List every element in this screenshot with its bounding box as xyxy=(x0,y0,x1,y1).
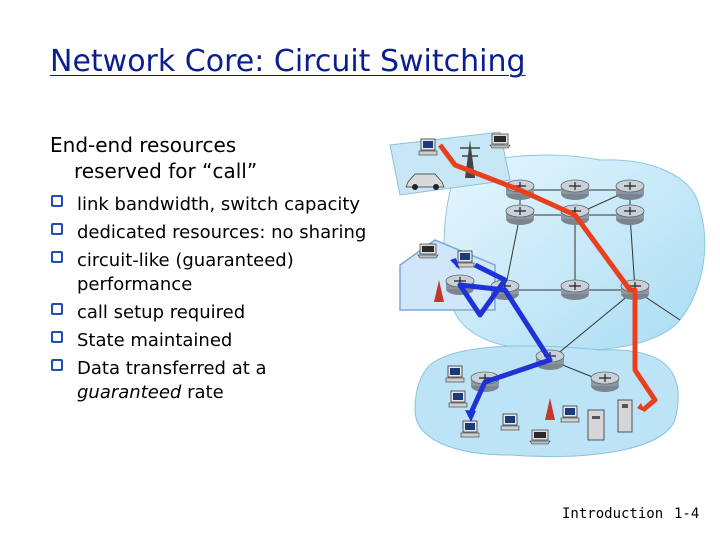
bullet-text: link bandwidth, switch capacity xyxy=(77,194,361,215)
footer-section-label: Introduction xyxy=(562,506,664,522)
router-icon xyxy=(615,204,645,226)
bullet-item: dedicated resources: no sharing xyxy=(50,221,370,245)
q-checkbox-icon xyxy=(51,331,63,343)
bullet-item: link bandwidth, switch capacity xyxy=(50,193,370,217)
pda-icon xyxy=(418,138,438,156)
laptop-icon xyxy=(529,429,551,445)
bullet-text: circuit-like (guaranteed) performance xyxy=(77,250,294,295)
laptop-icon xyxy=(417,243,439,259)
q-checkbox-icon xyxy=(51,359,63,371)
red-circuit-path xyxy=(438,143,658,412)
router-icon xyxy=(505,204,535,226)
pc-icon xyxy=(445,365,465,383)
q-checkbox-icon xyxy=(51,251,63,263)
slide-title: Network Core: Circuit Switching xyxy=(50,44,526,79)
bullet-item: Data transferred at a guaranteed rate xyxy=(50,357,370,405)
bullet-text-suffix: rate xyxy=(187,382,224,403)
bullet-text: State maintained xyxy=(77,330,233,351)
wireless-router-icon xyxy=(434,280,444,302)
blue-arrowhead xyxy=(450,258,460,270)
home-pc-icon xyxy=(455,250,475,268)
bullet-text-emphasis: guaranteed xyxy=(77,382,182,403)
intro-line-2: reserved for “call” xyxy=(74,159,258,183)
red-arrowhead xyxy=(637,403,645,412)
laptop-icon xyxy=(489,133,511,149)
network-diagram xyxy=(389,131,706,458)
pc-icon xyxy=(460,420,480,438)
footer-page-number: 1-4 xyxy=(674,506,700,522)
car-icon xyxy=(405,173,445,190)
router-icon xyxy=(560,279,590,301)
bullet-list: link bandwidth, switch capacity dedicate… xyxy=(50,193,370,409)
bullet-text: call setup required xyxy=(77,302,246,323)
bullet-item: circuit-like (guaranteed) performance xyxy=(50,249,370,297)
bullet-text: dedicated resources: no sharing xyxy=(77,222,367,243)
router-icon xyxy=(590,371,620,393)
pc-icon xyxy=(500,413,520,431)
pc-icon xyxy=(448,390,468,408)
q-checkbox-icon xyxy=(51,195,63,207)
router-icon xyxy=(615,179,645,201)
intro-text: End-end resources reserved for “call” xyxy=(50,132,380,184)
bullet-item: State maintained xyxy=(50,329,370,353)
bullet-item: call setup required xyxy=(50,301,370,325)
bullet-text-prefix: Data transferred at a xyxy=(77,358,267,379)
server-icon xyxy=(587,399,633,441)
wireless-router-icon xyxy=(545,398,555,420)
intro-line-1: End-end resources xyxy=(50,133,237,157)
pc-icon xyxy=(560,405,580,423)
q-checkbox-icon xyxy=(51,303,63,315)
q-checkbox-icon xyxy=(51,223,63,235)
blue-circuit-path xyxy=(457,262,553,417)
blue-arrowhead xyxy=(465,410,476,422)
router-icon xyxy=(560,179,590,201)
